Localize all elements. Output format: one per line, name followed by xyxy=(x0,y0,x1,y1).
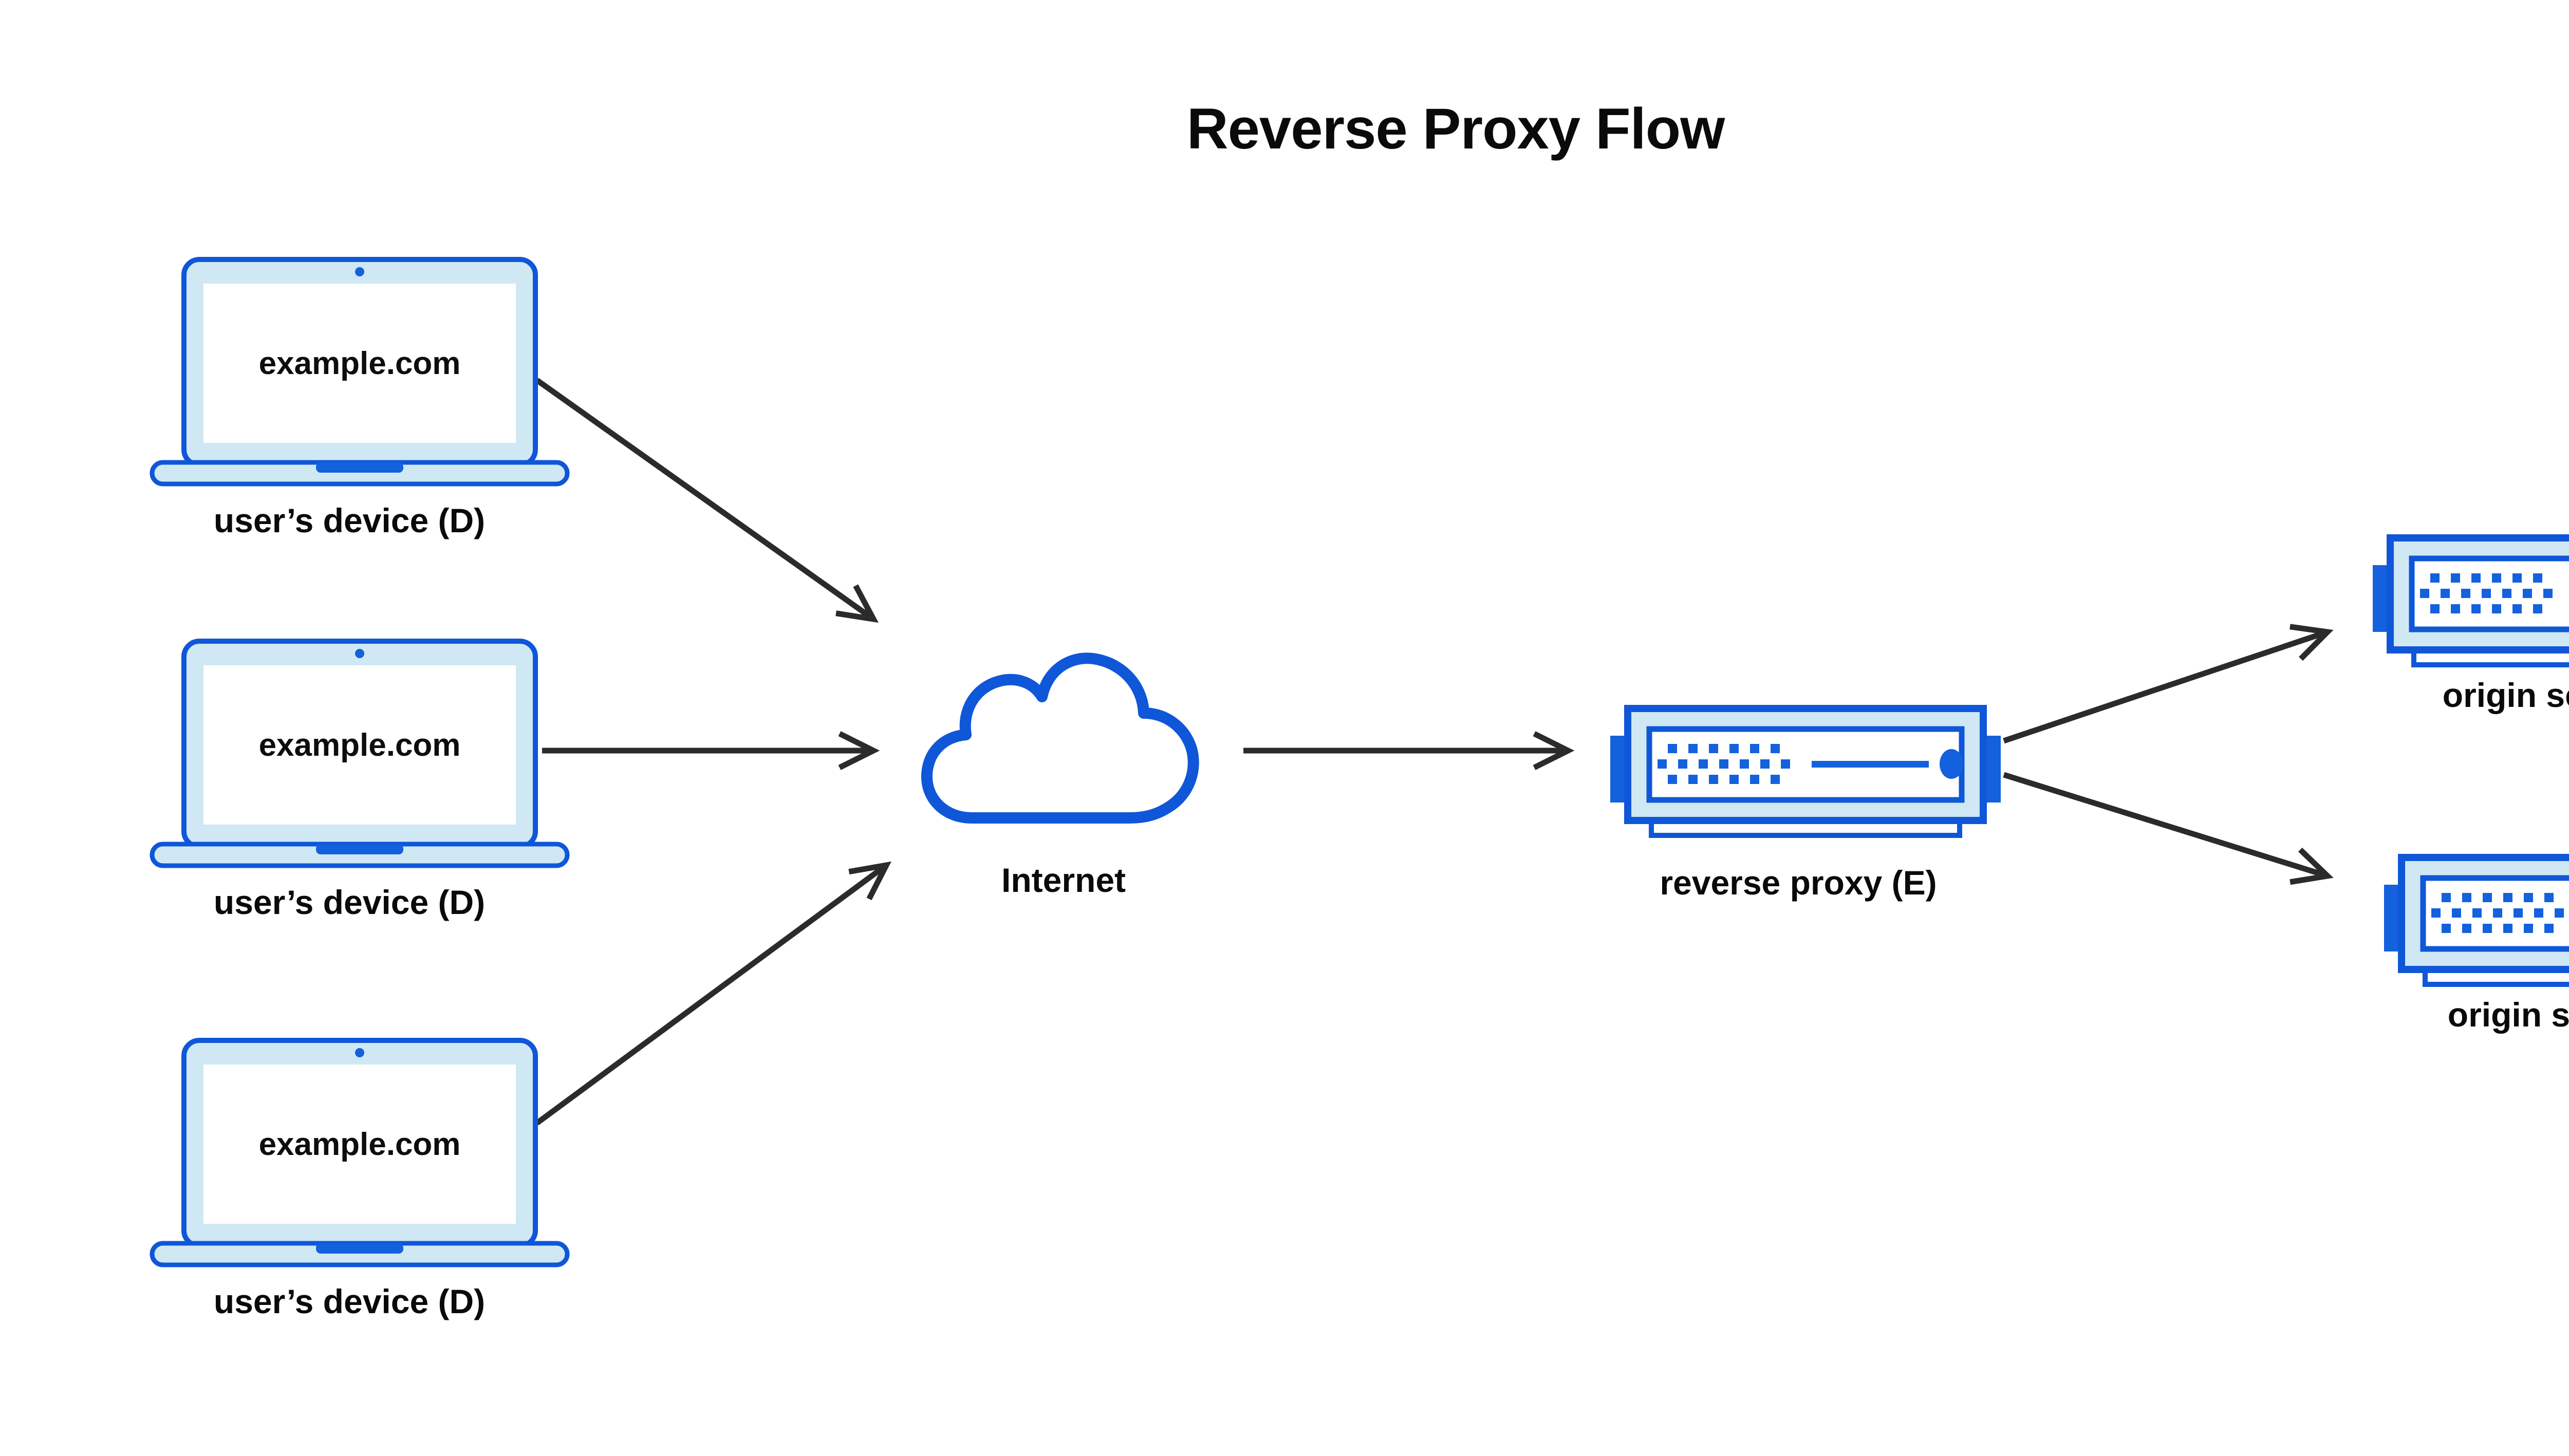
reverse-proxy-label: reverse proxy (E) xyxy=(1660,864,1937,902)
node-user-device-3: example.com user’s device (D) xyxy=(149,1038,570,1320)
node-user-device-2: example.com user’s device (D) xyxy=(149,639,570,921)
device-label: user’s device (D) xyxy=(213,501,486,539)
device-label: user’s device (D) xyxy=(213,1282,486,1320)
server-icon xyxy=(2373,534,2569,669)
arrow-device1-internet xyxy=(535,378,879,623)
server-icon xyxy=(2384,854,2569,988)
server-icon xyxy=(1610,705,2001,839)
node-user-device-1: example.com user’s device (D) xyxy=(149,257,570,539)
internet-label: Internet xyxy=(1001,861,1126,899)
device-screen-url: example.com xyxy=(258,345,461,381)
node-origin-server-1: origin server (F) xyxy=(2373,534,2569,714)
device-label: user’s device (D) xyxy=(213,883,486,921)
node-origin-server-2: origin server (F) xyxy=(2384,854,2569,1034)
cloud-icon xyxy=(915,651,1205,826)
node-reverse-proxy: reverse proxy (E) xyxy=(1610,705,2001,902)
node-internet: Internet xyxy=(915,651,1205,899)
arrow-proxy-origin1 xyxy=(2003,624,2334,744)
device-screen-url: example.com xyxy=(258,727,461,763)
origin-server-label: origin server (F) xyxy=(2447,996,2569,1034)
arrow-proxy-origin2 xyxy=(2003,772,2334,885)
arrow-device3-internet xyxy=(535,861,891,1126)
origin-server-label: origin server (F) xyxy=(2442,676,2569,714)
device-screen-url: example.com xyxy=(258,1126,461,1162)
page-title: Reverse Proxy Flow xyxy=(1186,97,1725,161)
